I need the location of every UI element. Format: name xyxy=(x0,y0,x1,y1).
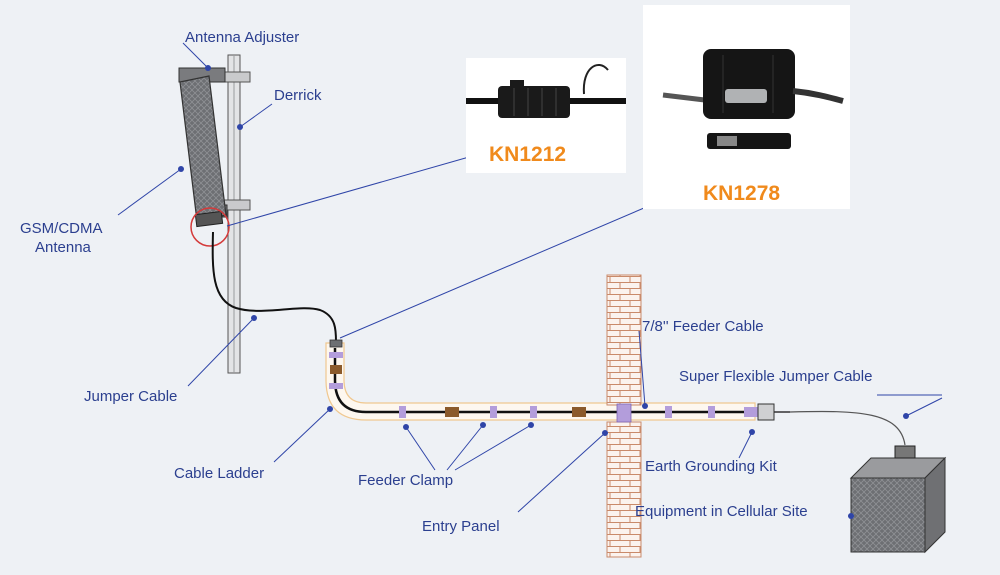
gsm-antenna-label-line1: GSM/CDMA xyxy=(20,220,103,237)
feeder-clamps xyxy=(399,406,715,418)
antenna-adjuster-label: Antenna Adjuster xyxy=(185,29,300,46)
gsm-antenna-label-line2: Antenna xyxy=(35,239,91,256)
kn1278-photo-panel xyxy=(643,5,850,209)
cable-ladder-label: Cable Ladder xyxy=(174,465,265,482)
entry-panel-label: Entry Panel xyxy=(422,518,500,535)
leader-lines xyxy=(117,42,943,517)
feeder-clamps-vertical xyxy=(329,339,343,389)
leader-dots xyxy=(178,65,909,519)
feeder-clamp-label: Feeder Clamp xyxy=(358,472,454,489)
feeder-cable-label: 7/8'' Feeder Cable xyxy=(642,318,764,335)
derrick-pole xyxy=(219,54,251,374)
feeder-cable xyxy=(333,348,752,414)
equipment-box xyxy=(849,445,947,554)
super-flexible-jumper-cable xyxy=(789,410,906,446)
kn1212-closure-image xyxy=(466,64,626,118)
entry-panel-wall xyxy=(606,274,642,558)
kn1212-photo-panel xyxy=(466,58,626,173)
connector-highlight-circle xyxy=(190,207,230,247)
earth-grounding-kit-label: Earth Grounding Kit xyxy=(645,458,777,475)
earth-grounding-kit xyxy=(744,403,790,421)
derrick-label: Derrick xyxy=(274,87,322,104)
kn1212-product-code: KN1212 xyxy=(489,143,567,166)
super-flexible-jumper-label: Super Flexible Jumper Cable xyxy=(679,368,873,385)
jumper-cable-label: Jumper Cable xyxy=(84,388,178,405)
gsm-cdma-antenna xyxy=(179,75,227,228)
kn1278-closure-image xyxy=(662,49,844,149)
jumper-cable xyxy=(211,231,337,343)
kn1278-product-code: KN1278 xyxy=(703,182,781,205)
equipment-label: Equipment in Cellular Site xyxy=(635,503,808,520)
